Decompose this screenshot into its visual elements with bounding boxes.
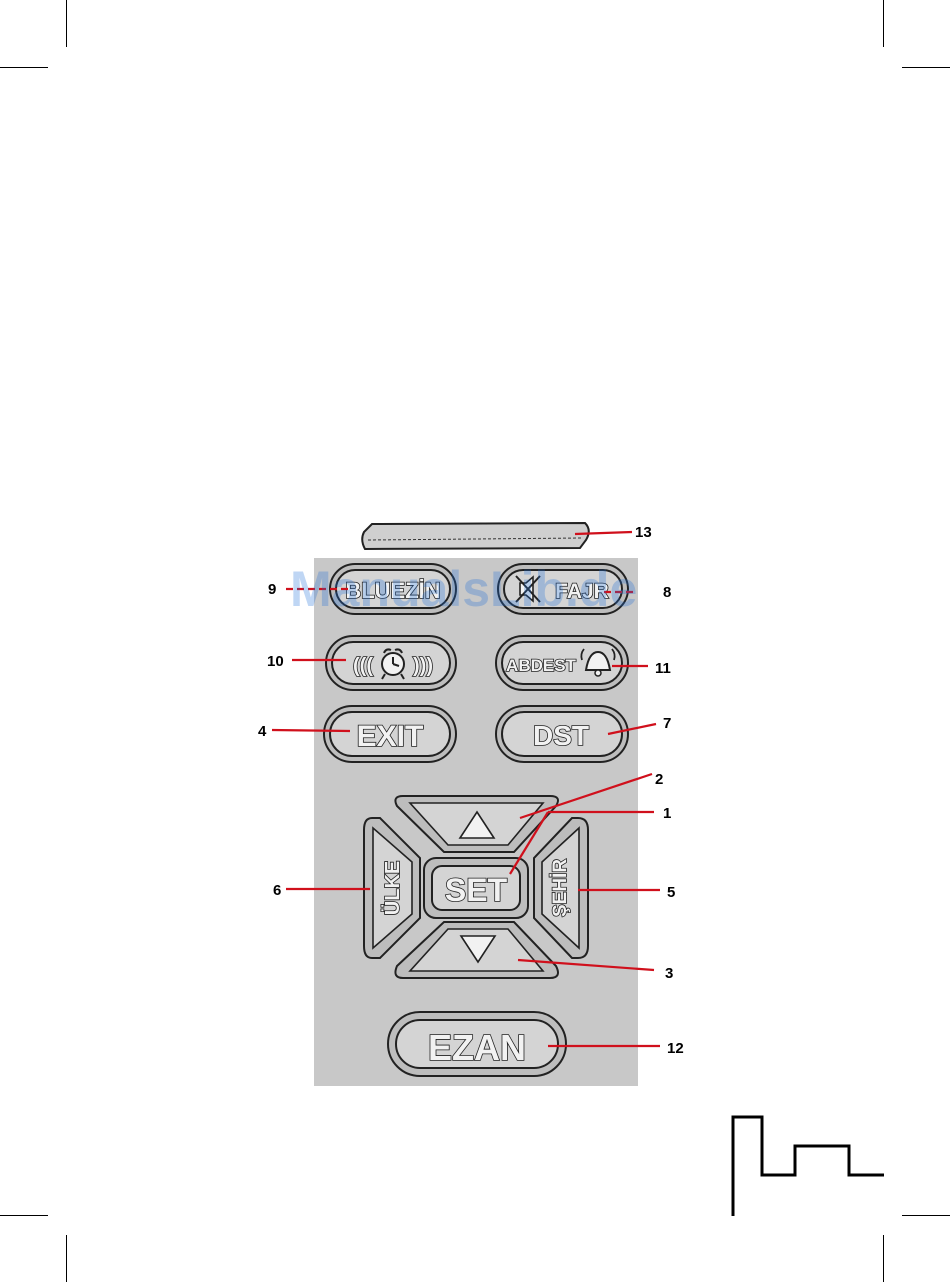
alarm-waves-left: (((: [353, 655, 373, 677]
callout-10: 10: [267, 653, 284, 670]
alarm-waves-right: ))): [413, 655, 433, 677]
alarm-button[interactable]: ((( ))): [326, 636, 456, 690]
lid-flap: [362, 523, 589, 549]
callout-13: 13: [635, 524, 652, 541]
callout-5: 5: [667, 884, 675, 901]
sehir-label: ŞEHİR: [550, 859, 571, 917]
ulke-label: ÜLKE: [381, 861, 404, 915]
callout-9: 9: [268, 581, 276, 598]
abdest-button[interactable]: ABDEST: [496, 636, 628, 690]
callout-6: 6: [273, 882, 281, 899]
abdest-label: ABDEST: [506, 656, 577, 675]
callout-8: 8: [663, 584, 671, 601]
exit-button[interactable]: EXIT: [324, 706, 456, 762]
set-button[interactable]: SET: [424, 858, 528, 918]
ezan-button[interactable]: EZAN: [388, 1012, 566, 1076]
ezan-label: EZAN: [428, 1027, 526, 1068]
callout-3: 3: [665, 965, 673, 982]
callout-12: 12: [667, 1040, 684, 1057]
callout-1: 1: [663, 805, 671, 822]
set-label: SET: [445, 872, 508, 908]
page-step-graphic: [733, 1117, 884, 1216]
callout-4: 4: [258, 723, 267, 740]
callout-2: 2: [655, 771, 663, 788]
watermark: ManualsLib.de: [290, 560, 637, 618]
callout-11: 11: [655, 660, 671, 677]
exit-label: EXIT: [357, 720, 424, 753]
callout-7: 7: [663, 715, 671, 732]
dst-label: DST: [533, 720, 589, 751]
